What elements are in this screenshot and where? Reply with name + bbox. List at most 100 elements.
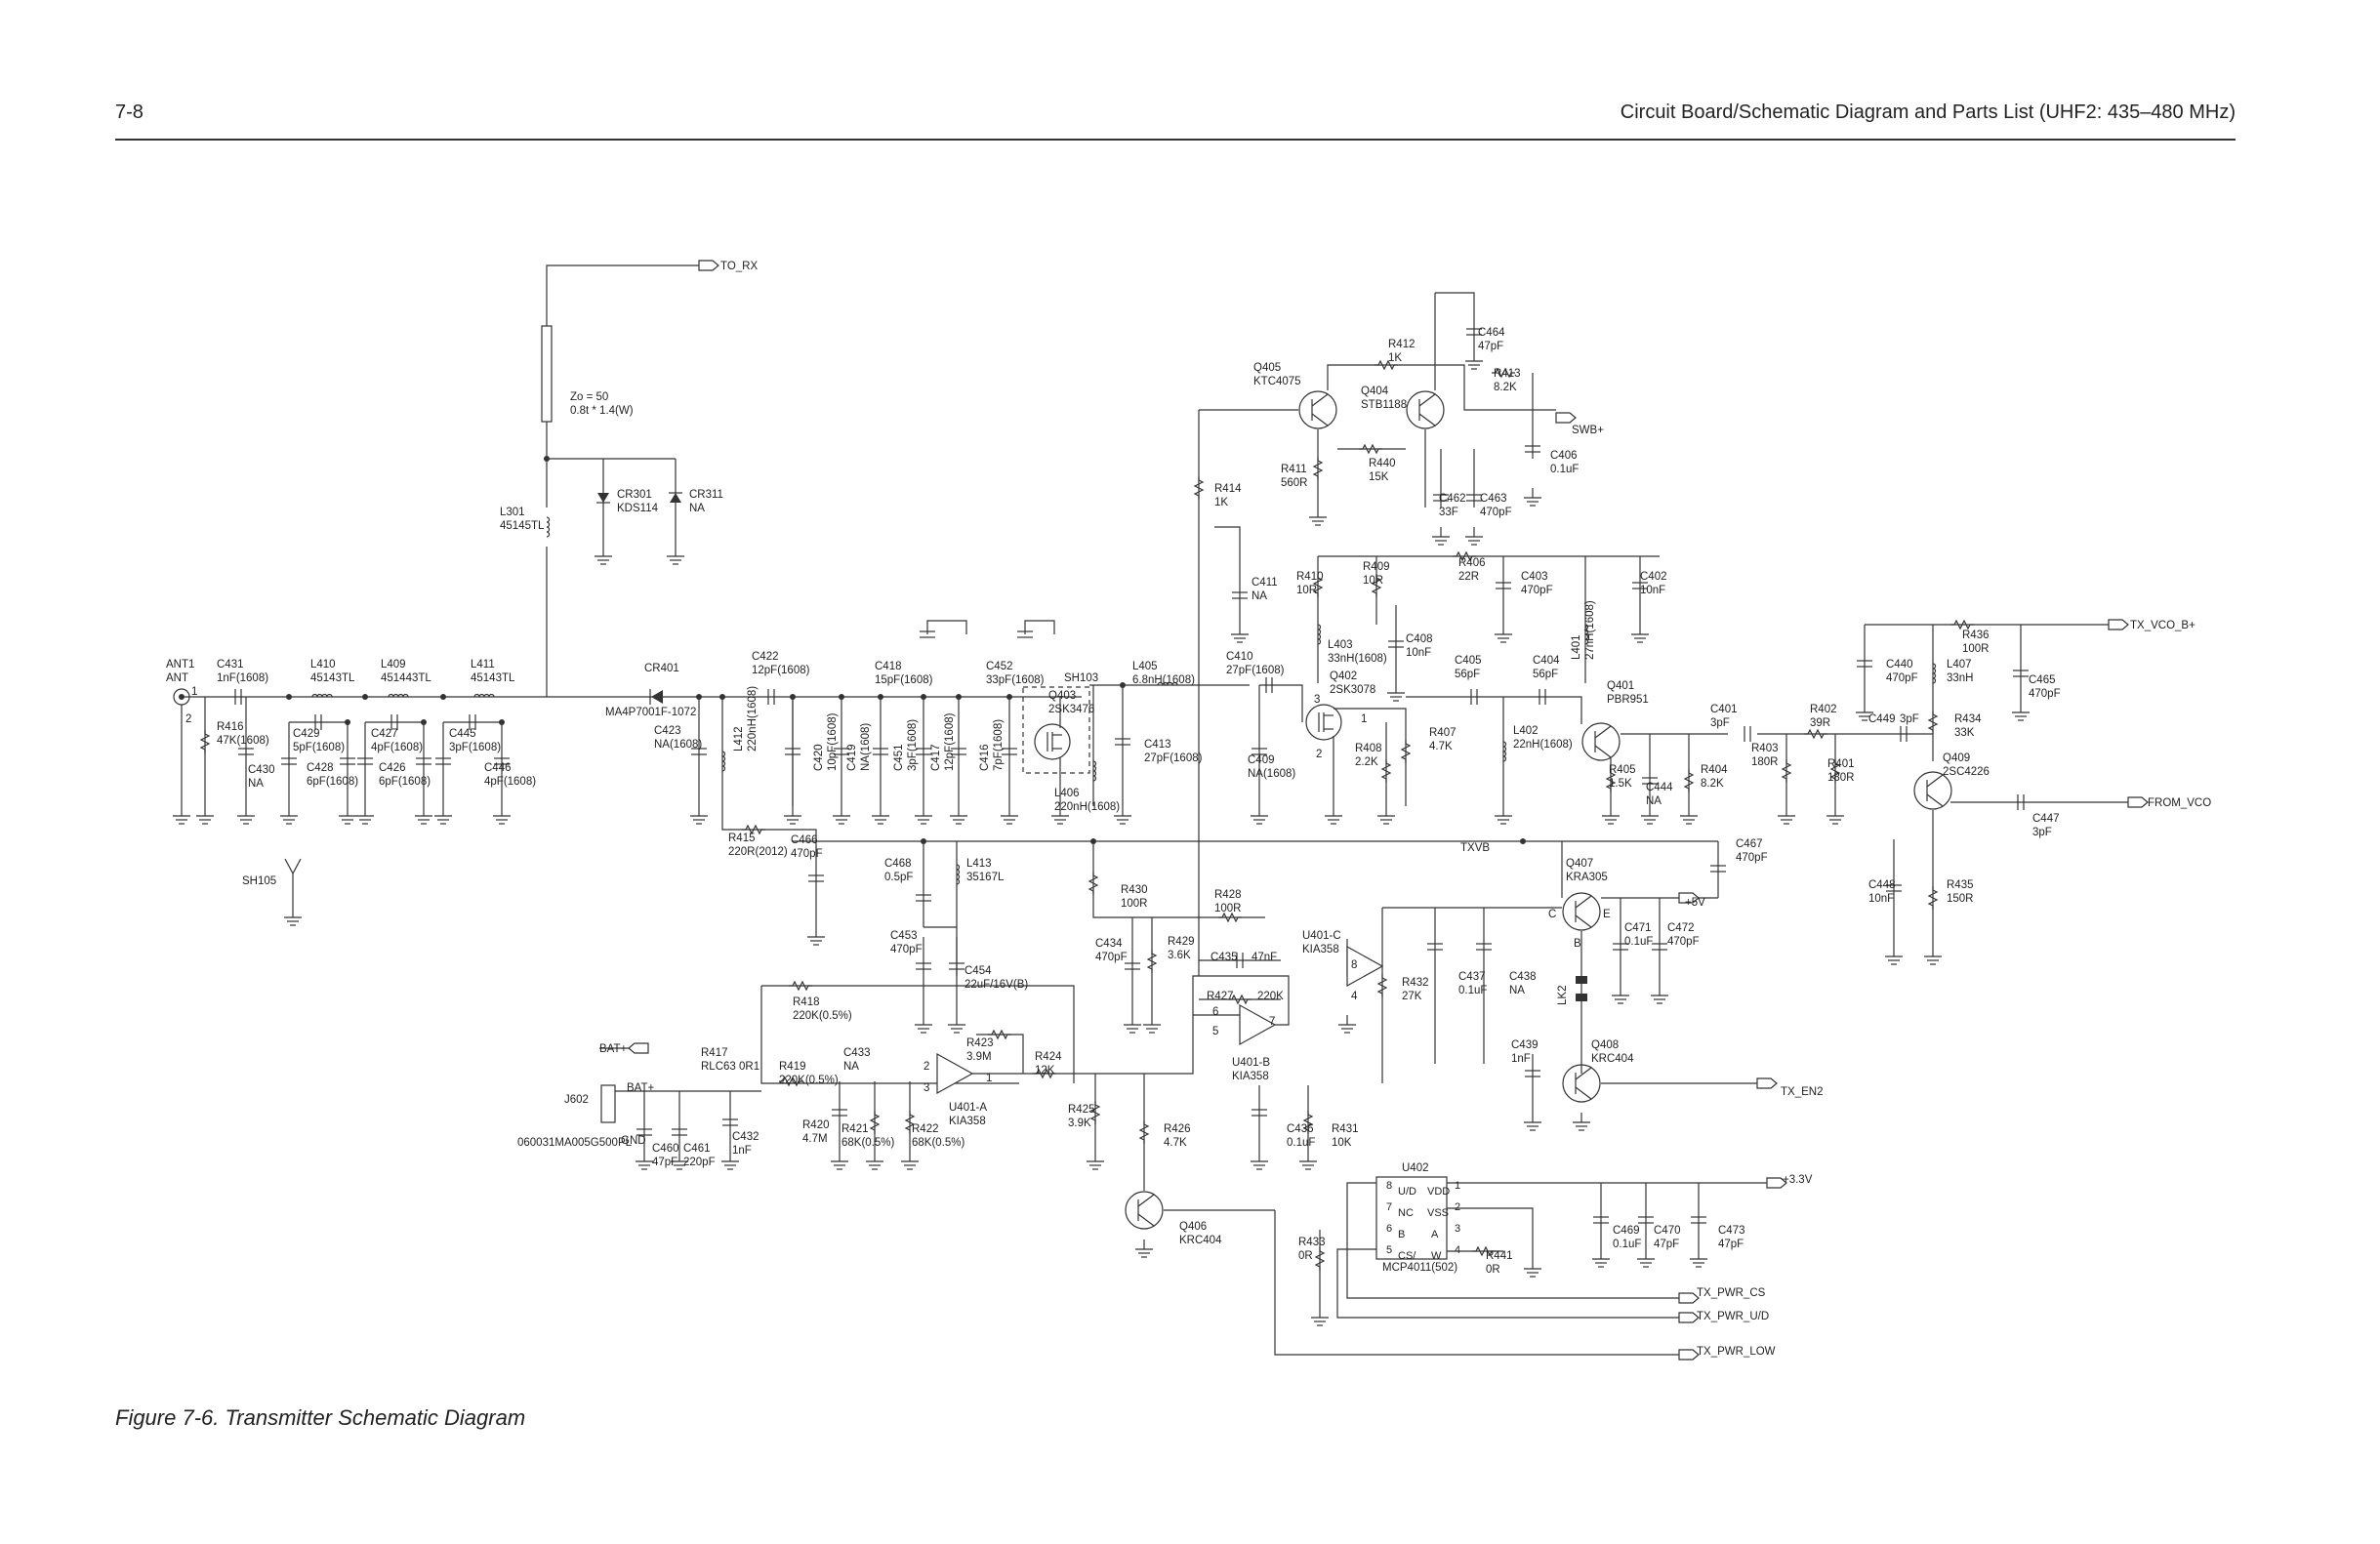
- wire: [1214, 526, 1241, 625]
- label-line: J602: [564, 1094, 589, 1106]
- pin-u402_6: 6: [1386, 1223, 1392, 1235]
- junction-dot: [362, 694, 368, 700]
- wire: [1447, 1207, 1534, 1259]
- ground-symbol: [901, 1152, 919, 1170]
- capacitor-symbol: [1496, 582, 1511, 589]
- resistor-zigzag: [1376, 974, 1388, 997]
- resistor-symbol: [1380, 759, 1392, 783]
- label-u401c_p4: 4: [1351, 991, 1358, 1002]
- label-line: 27pF(1608): [1144, 752, 1203, 764]
- transistor-collector: [1575, 895, 1592, 909]
- transistor-body: [1406, 390, 1445, 429]
- port-arrow: [1678, 1312, 1700, 1323]
- wire: [1435, 292, 1475, 351]
- label-line: Zo = 50: [570, 391, 608, 403]
- wire: [760, 986, 1019, 1084]
- pin-u402_5: 5: [1386, 1244, 1392, 1256]
- label-line: 470pF: [890, 944, 923, 955]
- wire: [1092, 841, 1265, 918]
- label-line: C447: [2032, 813, 2060, 825]
- inductor-symbol: [956, 864, 961, 885]
- label-line: R440: [1369, 458, 1396, 469]
- label-line: R408: [1355, 743, 1382, 754]
- label-line: Q401: [1607, 680, 1634, 692]
- transistor-body: [1125, 1191, 1164, 1230]
- label-line: R409: [1363, 561, 1390, 573]
- resistor-symbol: [1138, 1120, 1150, 1144]
- ground-symbol: [196, 806, 214, 825]
- capacitor-symbol: [1433, 494, 1449, 502]
- label-line: R430: [1121, 884, 1148, 896]
- label-line: 5: [1212, 1026, 1218, 1037]
- page-number: 7-8: [115, 102, 144, 123]
- capacitor-symbol: [916, 894, 931, 902]
- label-line: R411: [1281, 464, 1307, 475]
- ground-symbol: [2012, 703, 2030, 721]
- label-line: L412: [733, 726, 745, 752]
- label-line: C434: [1095, 938, 1123, 950]
- label-c435: C435: [1211, 952, 1238, 963]
- inductor-symbol: [1157, 681, 1178, 686]
- resistor-zigzag: [1453, 550, 1476, 562]
- label-line: 1K: [1388, 352, 1402, 364]
- label-line: 220pF: [683, 1157, 716, 1168]
- label-line: 100R: [1214, 903, 1242, 914]
- label-line: C423: [654, 725, 681, 737]
- label-line: C436: [1287, 1123, 1314, 1135]
- ground-symbol: [415, 806, 432, 825]
- label-line: R407: [1429, 727, 1457, 739]
- ground-symbol: [807, 927, 825, 946]
- capacitor-symbol: [1525, 445, 1540, 453]
- label-line: R416: [217, 721, 244, 733]
- capacitor-symbol: [1466, 494, 1482, 502]
- resistor-symbol: [742, 824, 765, 835]
- ground-symbol: [1387, 683, 1405, 702]
- inductor-coil: [473, 693, 495, 698]
- label-line: L407: [1947, 659, 1972, 670]
- label-line: 8.2K: [1701, 778, 1724, 790]
- label-line: RLC63 0R1: [701, 1061, 759, 1073]
- inductor-symbol: [721, 751, 726, 772]
- label-line: 10nF: [1868, 893, 1894, 905]
- capacitor-symbol: [672, 1128, 687, 1136]
- port-arrow: [1678, 1292, 1700, 1304]
- label-line: R435: [1947, 879, 1974, 891]
- capacitor-symbol: [785, 748, 800, 755]
- port-arrow: [1766, 1177, 1787, 1189]
- ground-symbol: [1631, 625, 1649, 643]
- label-line: R420: [802, 1119, 830, 1131]
- resistor-zigzag: [1605, 769, 1617, 792]
- resistor-zigzag: [1950, 619, 1974, 630]
- label-line: R405: [1609, 764, 1636, 776]
- label-line: R404: [1701, 764, 1728, 776]
- net-tx_vco_b: TX_VCO_B+: [2130, 620, 2195, 631]
- capacitor-symbol: [238, 748, 254, 755]
- label-line: 0.1uF: [1287, 1137, 1315, 1149]
- label-line: C: [1548, 909, 1556, 920]
- label-line: CR401: [644, 663, 679, 674]
- component-symbols: [173, 260, 2149, 1361]
- diode-triangle: [670, 493, 681, 503]
- capacitor-symbol: [691, 748, 707, 755]
- label-line: R441: [1486, 1250, 1513, 1262]
- label-u401b_p6: 6: [1212, 1006, 1218, 1018]
- label-c449: C449: [1868, 713, 1896, 725]
- inductor-coil: [1932, 663, 1937, 684]
- net-txvb: TXVB: [1460, 842, 1490, 854]
- label-line: 2SC4226: [1943, 766, 1990, 778]
